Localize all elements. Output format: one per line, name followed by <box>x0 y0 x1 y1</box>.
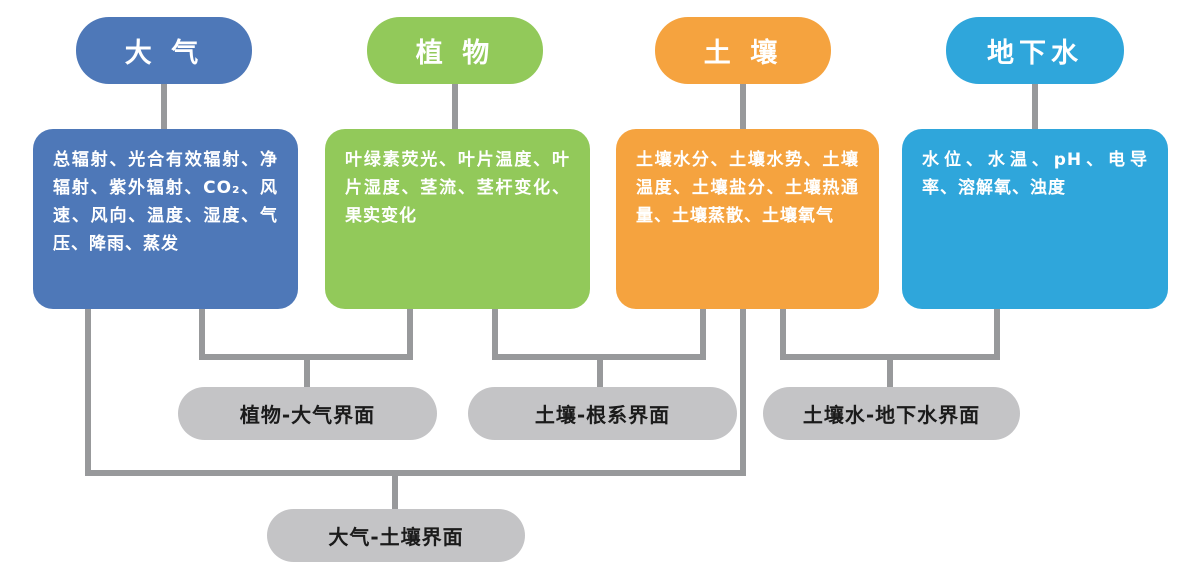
node-atmosphere-header: 大 气 <box>76 17 252 84</box>
node-groundwater-header: 地下水 <box>946 17 1124 84</box>
node-plant-header: 植 物 <box>367 17 543 84</box>
connector-soilwater-gw-left <box>780 306 786 360</box>
connector-soilwater-gw-right <box>994 306 1000 360</box>
connector-soil-root-drop <box>597 354 603 389</box>
connector-plant-atm-drop <box>304 354 310 389</box>
connector-atm-soil-right <box>740 306 746 476</box>
node-plant-parameters: 叶绿素荧光、叶片温度、叶片湿度、茎流、茎杆变化、果实变化 <box>325 129 590 309</box>
connector-plant-atm-left <box>199 306 205 360</box>
connector-plant-stub <box>452 84 458 129</box>
node-soil-parameters: 土壤水分、土壤水势、土壤温度、土壤盐分、土壤热通量、土壤蒸散、土壤氧气 <box>616 129 879 309</box>
interface-soil-root: 土壤-根系界面 <box>468 387 737 440</box>
connector-atm-soil-bar <box>85 470 746 476</box>
connector-soil-root-left <box>492 306 498 360</box>
interface-soilwater-groundwater: 土壤水-地下水界面 <box>763 387 1020 440</box>
connector-soil-stub <box>740 84 746 129</box>
connector-atmosphere-stub <box>161 84 167 129</box>
connector-atm-soil-drop <box>392 470 398 511</box>
node-soil-header: 土 壤 <box>655 17 831 84</box>
connector-soil-root-right <box>700 306 706 360</box>
connector-plant-atm-right <box>407 306 413 360</box>
interface-plant-atmosphere: 植物-大气界面 <box>178 387 437 440</box>
connector-groundwater-stub <box>1032 84 1038 129</box>
node-atmosphere-parameters: 总辐射、光合有效辐射、净辐射、紫外辐射、CO₂、风速、风向、温度、湿度、气压、降… <box>33 129 298 309</box>
node-groundwater-parameters: 水位、水温、pH、电导率、溶解氧、浊度 <box>902 129 1168 309</box>
connector-soilwater-gw-drop <box>887 354 893 389</box>
interface-atmosphere-soil: 大气-土壤界面 <box>267 509 525 562</box>
connector-atm-soil-left <box>85 306 91 476</box>
